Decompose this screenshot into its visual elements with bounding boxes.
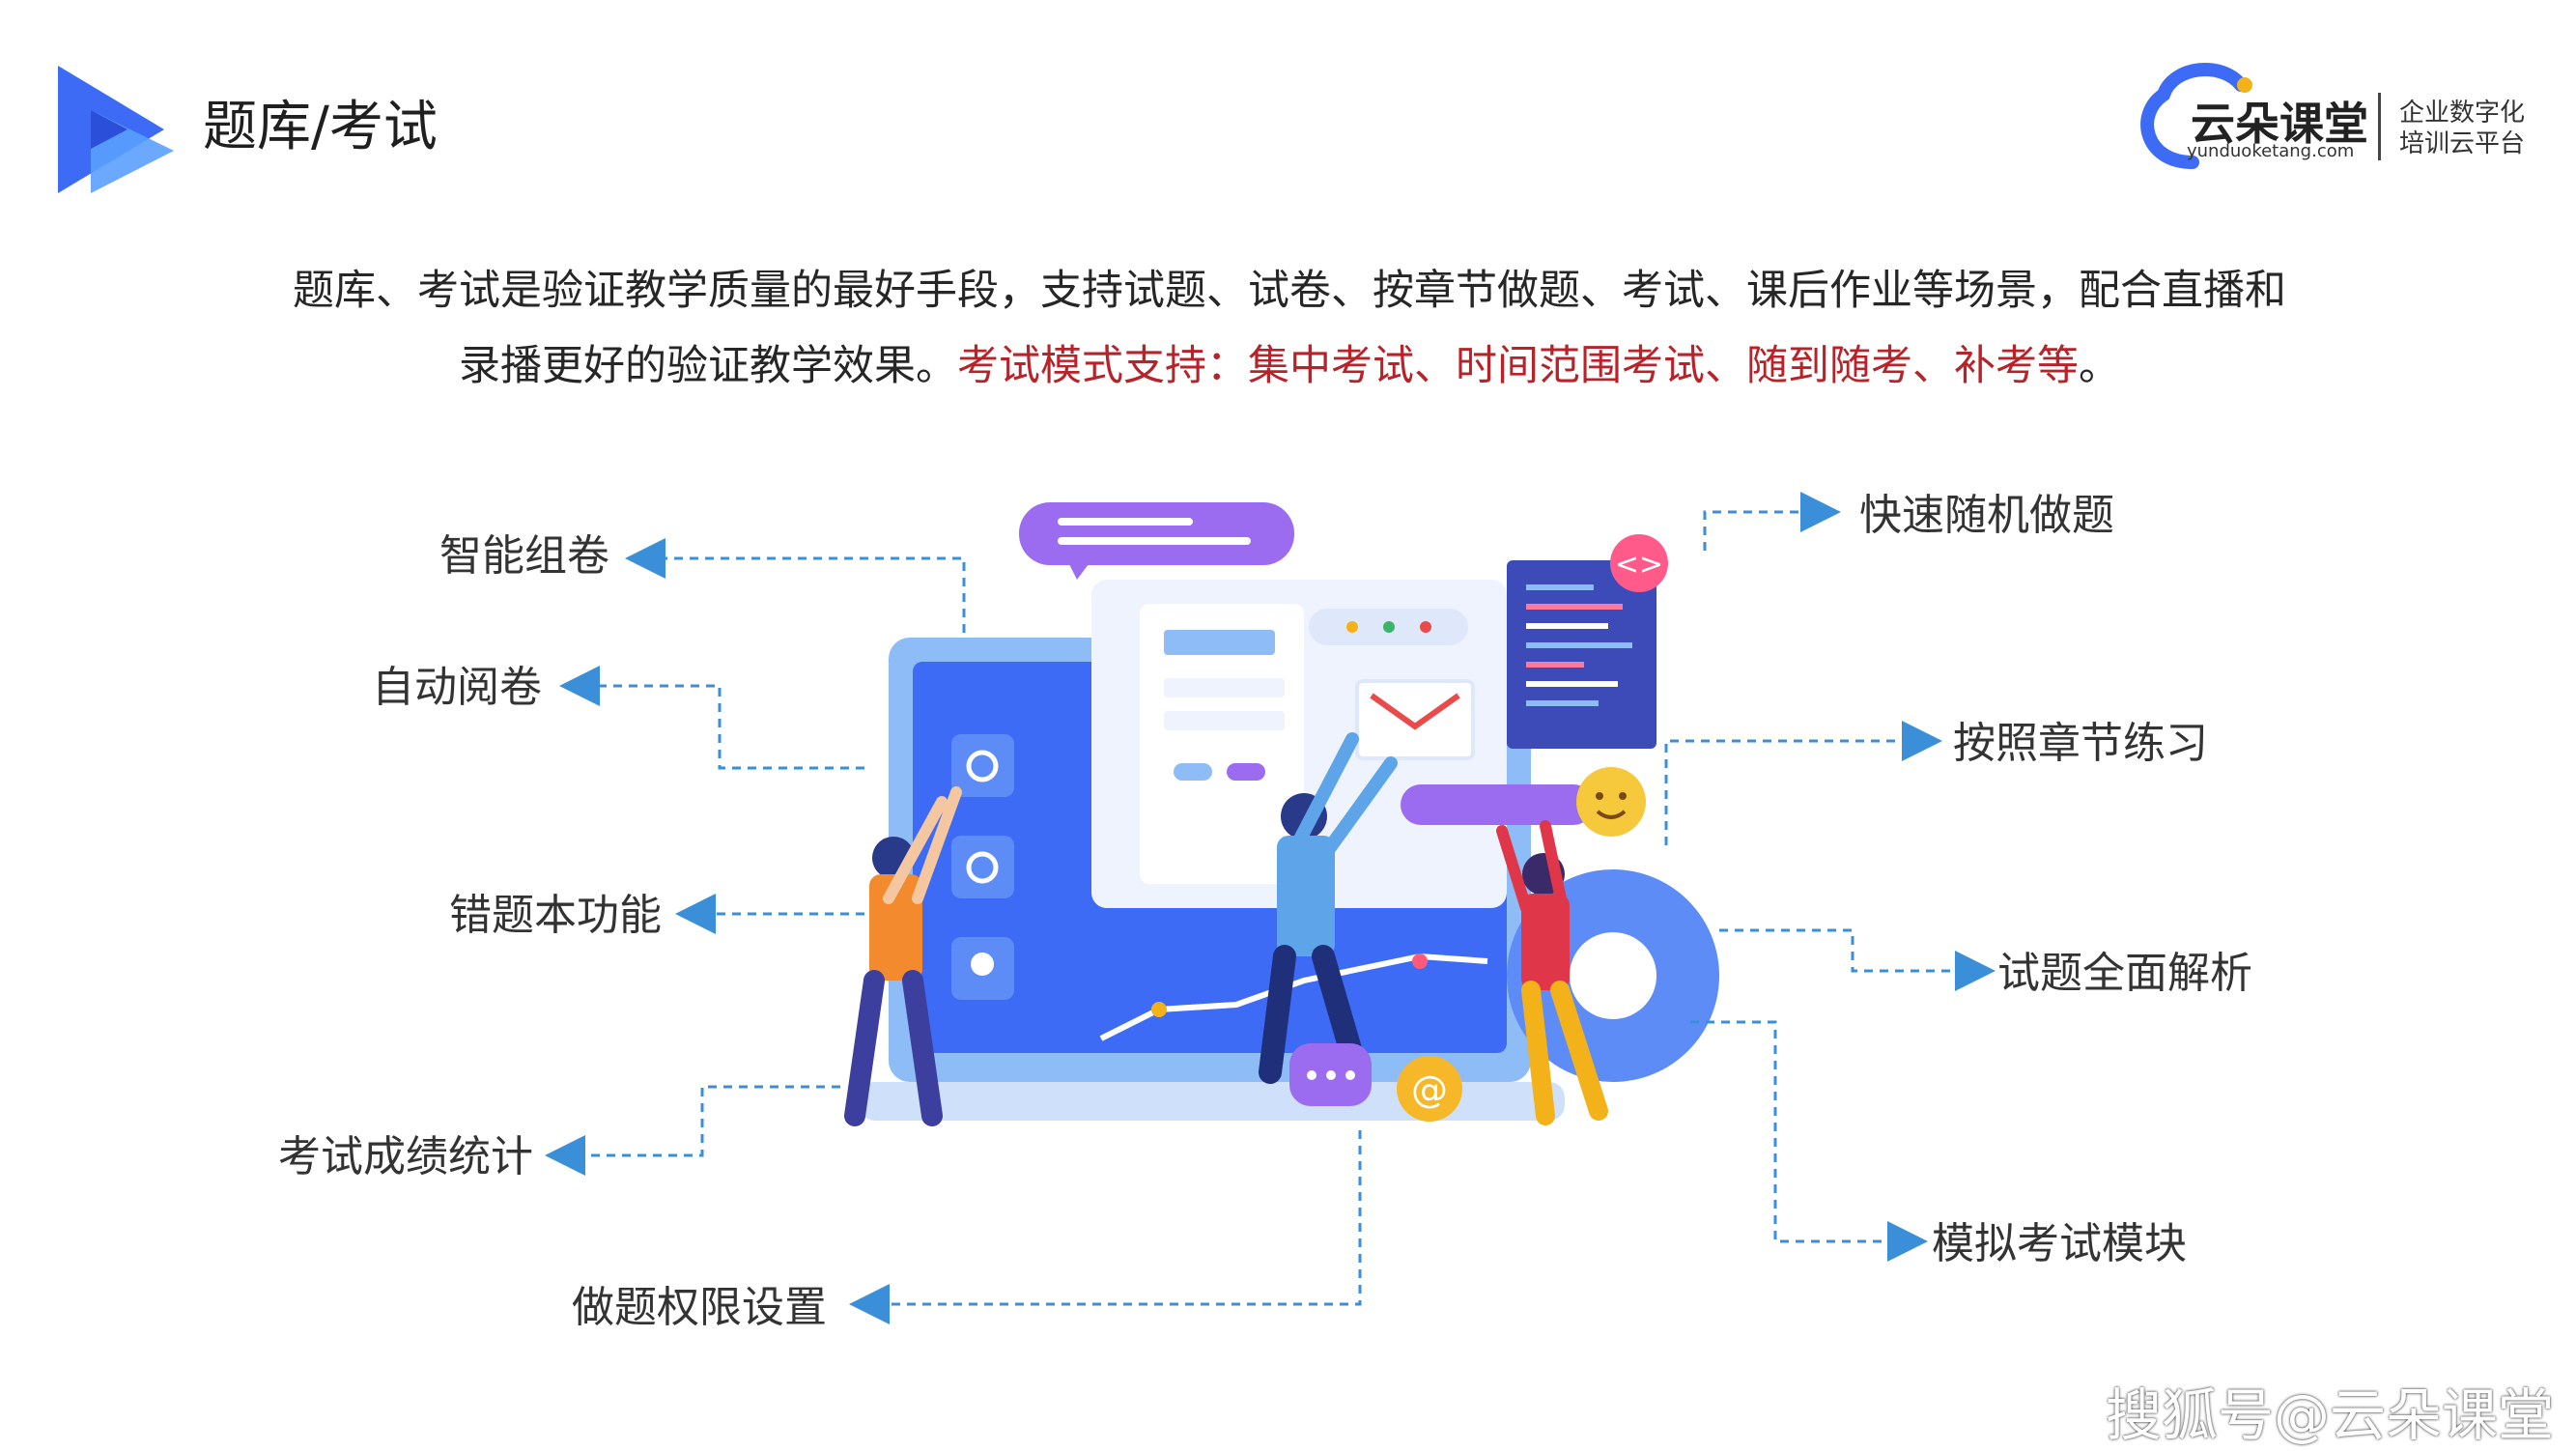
feature-wrong-answer-book: 错题本功能 (449, 891, 662, 940)
mail-icon (1355, 679, 1475, 760)
feature-permission-settings: 做题权限设置 (572, 1283, 827, 1332)
chat-bubble (1019, 502, 1294, 565)
code-badge-text: <> (1615, 548, 1663, 582)
brand-divider (2378, 93, 2381, 160)
connector-lines (545, 492, 1996, 1324)
feature-score-statistics: 考试成绩统计 (278, 1132, 533, 1181)
at-icon (1397, 1056, 1462, 1122)
person-left (844, 786, 962, 1126)
feature-quick-random-practice: 快速随机做题 (1859, 491, 2114, 540)
pie-chart-icon (951, 836, 1014, 898)
intro-end: 。 (2079, 342, 2120, 390)
brand-url: yunduoketang.com (2187, 141, 2355, 161)
smiley-icon (1576, 767, 1646, 837)
code-icon (1610, 534, 1668, 592)
laptop-base (860, 1082, 1565, 1121)
at-badge-text: @ (1411, 1068, 1448, 1111)
progress-bar (1401, 784, 1594, 825)
page-title: 题库/考试 (203, 96, 438, 158)
watermark: 搜狐号@云朵课堂 (2106, 1382, 2555, 1448)
exam-modes-highlight: 考试模式支持：集中考试、时间范围考试、随到随考、补考等 (957, 342, 2079, 390)
feature-full-analysis: 试题全面解析 (1997, 949, 2252, 998)
brand-logo-icon (2140, 63, 2252, 169)
intro-paragraph: 题库、考试是验证教学质量的最好手段，支持试题、试卷、按章节做题、考试、课后作业等… (193, 253, 2386, 404)
brand-name: 云朵课堂 (2191, 98, 2368, 150)
camera-icon (951, 734, 1014, 797)
play-logo (58, 66, 174, 193)
feature-chapter-practice: 按照章节练习 (1953, 719, 2208, 768)
feature-smart-paper: 智能组卷 (439, 531, 609, 581)
feature-auto-grading: 自动阅卷 (372, 663, 542, 712)
intro-line-1: 题库、考试是验证教学质量的最好手段，支持试题、试卷、按章节做题、考试、课后作业等… (293, 267, 2286, 315)
intro-line-2: 录播更好的验证教学效果。考试模式支持：集中考试、时间范围考试、随到随考、补考等。 (193, 328, 2386, 404)
intro-plain: 录播更好的验证教学效果。 (459, 342, 957, 390)
feature-mock-exam: 模拟考试模块 (1932, 1219, 2187, 1268)
brand-tagline: 培训云平台 (2399, 129, 2526, 158)
person-right (1496, 820, 1608, 1125)
brand-tagline: 企业数字化 (2399, 99, 2526, 128)
